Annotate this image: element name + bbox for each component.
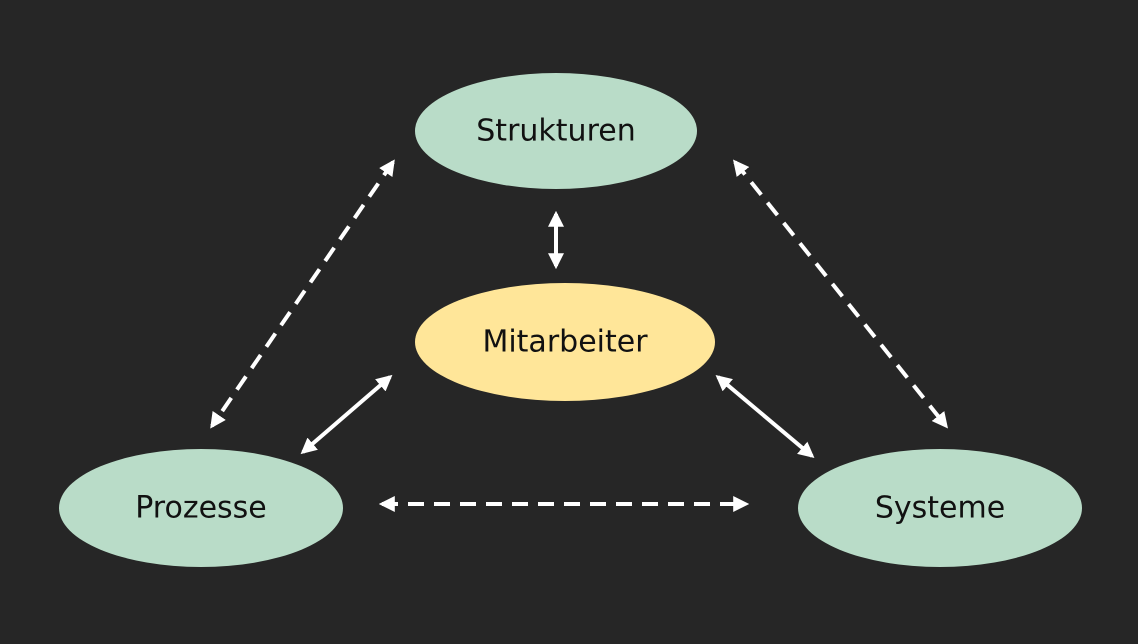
- node-prozesse: Prozesse: [59, 449, 343, 567]
- node-strukturen: Strukturen: [415, 73, 697, 189]
- node-mitarbeiter: Mitarbeiter: [415, 283, 715, 401]
- node-strukturen-shape: [415, 73, 697, 189]
- node-prozesse-shape: [59, 449, 343, 567]
- node-strukturen-label: Strukturen: [476, 114, 635, 149]
- arrow-mitarbeiter-systeme: [715, 374, 815, 459]
- node-systeme-label: Systeme: [875, 491, 1005, 526]
- node-prozesse-label: Prozesse: [135, 491, 267, 526]
- node-systeme: Systeme: [798, 449, 1082, 567]
- arrow-strukturen-prozesse-dashed: [210, 159, 395, 429]
- arrow-mitarbeiter-prozesse: [300, 374, 393, 455]
- node-mitarbeiter-shape: [415, 283, 715, 401]
- arrow-strukturen-systeme-dashed: [733, 159, 948, 429]
- edges: [210, 159, 948, 512]
- node-systeme-shape: [798, 449, 1082, 567]
- node-mitarbeiter-label: Mitarbeiter: [482, 325, 648, 360]
